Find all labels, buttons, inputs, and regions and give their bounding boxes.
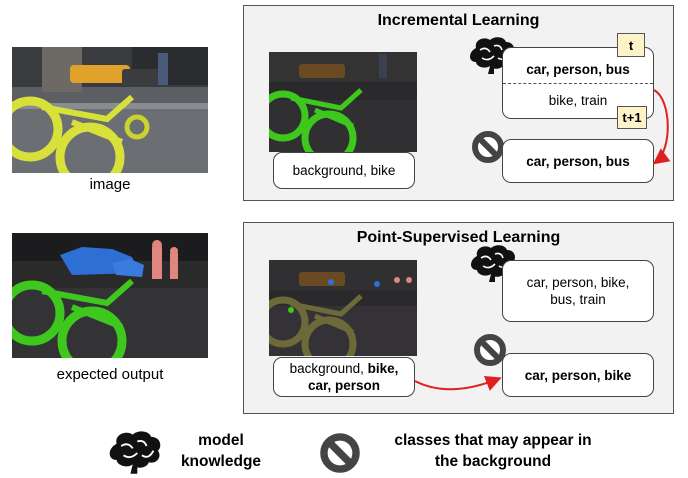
expected-output-caption: expected output bbox=[56, 366, 164, 383]
point-knowledge-line2: bus, train bbox=[550, 292, 606, 307]
task-divider bbox=[503, 83, 653, 84]
expected-output-image bbox=[12, 233, 208, 358]
point-image bbox=[269, 260, 417, 356]
incremental-bg-classes: car, person, bus bbox=[502, 139, 654, 183]
point-bg-bold1: bike, bbox=[367, 361, 399, 376]
point-knowledge-line1: car, person, bike, bbox=[526, 275, 630, 290]
point-bg-prefix: background, bbox=[289, 361, 368, 376]
point-bg-bold2: car, person bbox=[307, 378, 381, 393]
input-image bbox=[12, 47, 208, 173]
legend-ban-label: classes that may appear in the backgroun… bbox=[362, 430, 624, 472]
image-caption: image bbox=[89, 176, 131, 193]
incremental-background-label: background, bike bbox=[273, 152, 415, 189]
legend-ban-line1: classes that may appear in bbox=[394, 432, 592, 449]
point-background-label: background, bike, car, person bbox=[273, 357, 415, 397]
legend-ban-line2: the background bbox=[434, 453, 552, 470]
tag-t1: t+1 bbox=[617, 106, 647, 129]
point-bg-line1: background, bike, bbox=[290, 360, 399, 377]
ban-icon bbox=[474, 334, 506, 366]
incremental-title: Incremental Learning bbox=[377, 12, 540, 29]
incremental-new-classes: bike, train bbox=[548, 93, 608, 108]
point-knowledge-box: car, person, bike, bus, train bbox=[502, 260, 654, 322]
legend-brain-label: model knowledge bbox=[166, 430, 276, 472]
tag-t: t bbox=[617, 33, 645, 57]
legend-brain-line1: model bbox=[198, 432, 244, 449]
incremental-old-classes: car, person, bus bbox=[526, 62, 630, 77]
point-title: Point-Supervised Learning bbox=[356, 229, 561, 246]
ban-icon bbox=[472, 131, 504, 163]
brain-icon bbox=[109, 431, 161, 474]
incremental-image bbox=[269, 52, 417, 152]
legend-brain-line2: knowledge bbox=[180, 453, 262, 470]
ban-icon bbox=[320, 433, 360, 473]
point-bg-classes: car, person, bike bbox=[502, 353, 654, 397]
